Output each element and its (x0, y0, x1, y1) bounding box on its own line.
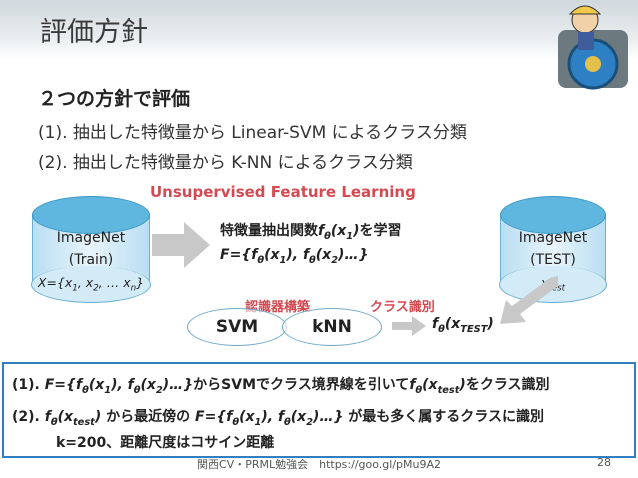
summary-line-2: (2). fθ(xtest) から最近傍の F={fθ(x1), fθ(x2)…… (12, 409, 545, 428)
train-db-name: ImageNet (56, 230, 126, 246)
feature-set-formula: F={fθ(x1), fθ(x2)…} (220, 247, 369, 266)
train-db-split: (Train) (68, 252, 114, 268)
slide-footer: 関西CV・PRML勉強会 https://goo.gl/pMu9A2 (197, 458, 441, 471)
svm-label: SVM (215, 317, 259, 337)
test-db-split: (TEST) (530, 252, 576, 268)
train-set-formula: X={x1, x2, … xn} (37, 275, 145, 294)
test-arrow (500, 276, 558, 324)
unsupervised-label: Unsupervised Feature Learning (150, 183, 416, 201)
approach-line-2: (2). 抽出した特徴量から K-NN によるクラス分類 (38, 153, 413, 173)
knn-label: kNN (312, 317, 352, 337)
train-database-cylinder: ImageNet (Train) X={x1, x2, … xn} (31, 196, 151, 303)
class-identify-label: クラス識別 (370, 300, 435, 315)
test-database-cylinder: ImageNet (TEST) xtest (499, 196, 607, 303)
classify-arrow (392, 316, 426, 336)
feature-function-label: 特徴量抽出関数fθ(x1)を学習 (220, 223, 402, 242)
title-bar (0, 0, 638, 60)
summary-box: (1). F={fθ(x1), fθ(x2)…}からSVMでクラス境界線を引いて… (2, 362, 636, 458)
svm-ellipse: SVM (187, 308, 287, 346)
approach-line-1: (1). 抽出した特徴量から Linear-SVM によるクラス分類 (38, 123, 467, 143)
knn-ellipse: kNN (282, 308, 382, 346)
summary-line-3: k=200、距離尺度はコサイン距離 (56, 435, 275, 451)
slide-title: 評価方針 (40, 17, 148, 48)
mascot-illustration (558, 5, 628, 90)
train-arrow (152, 222, 210, 268)
test-db-name: ImageNet (518, 230, 588, 246)
page-number: 28 (597, 456, 611, 469)
section-heading: ２つの方針で評価 (38, 88, 191, 110)
summary-line-1: (1). F={fθ(x1), fθ(x2)…}からSVMでクラス境界線を引いて… (12, 377, 550, 396)
test-feature-formula: fθ(xTEST) (432, 316, 494, 335)
